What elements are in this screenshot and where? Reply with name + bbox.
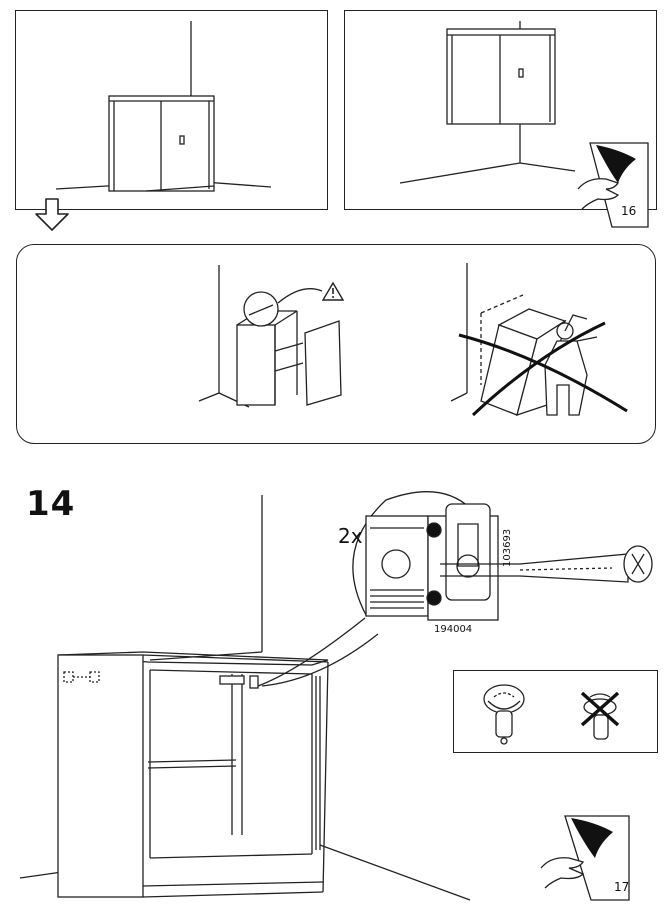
page-ref-17: 17 — [614, 880, 630, 894]
step-number: 14 — [26, 484, 76, 524]
cabinet-wall-illustration — [399, 21, 649, 228]
turn-page-icon[interactable] — [537, 812, 637, 912]
warning-triangle-icon — [321, 281, 345, 301]
cabinet-floor-illustration — [55, 21, 272, 192]
turn-page-icon[interactable] — [577, 142, 649, 228]
panel-screw-tip — [453, 670, 658, 753]
panel-safety-warning — [16, 244, 656, 444]
arrow-down-icon — [35, 198, 69, 231]
panel-cabinet-wall: 16 — [344, 10, 657, 228]
screw-tip-illustration — [483, 684, 620, 745]
step-14-illustration — [19, 491, 653, 901]
panel-cabinet-floor — [15, 10, 328, 210]
part-code-screw: 103693 — [502, 528, 513, 567]
quantity-label: 2x — [338, 524, 363, 548]
safety-illustrations — [198, 263, 628, 417]
part-code-bracket: 194004 — [434, 624, 473, 635]
page-ref-16: 16 — [621, 204, 637, 218]
